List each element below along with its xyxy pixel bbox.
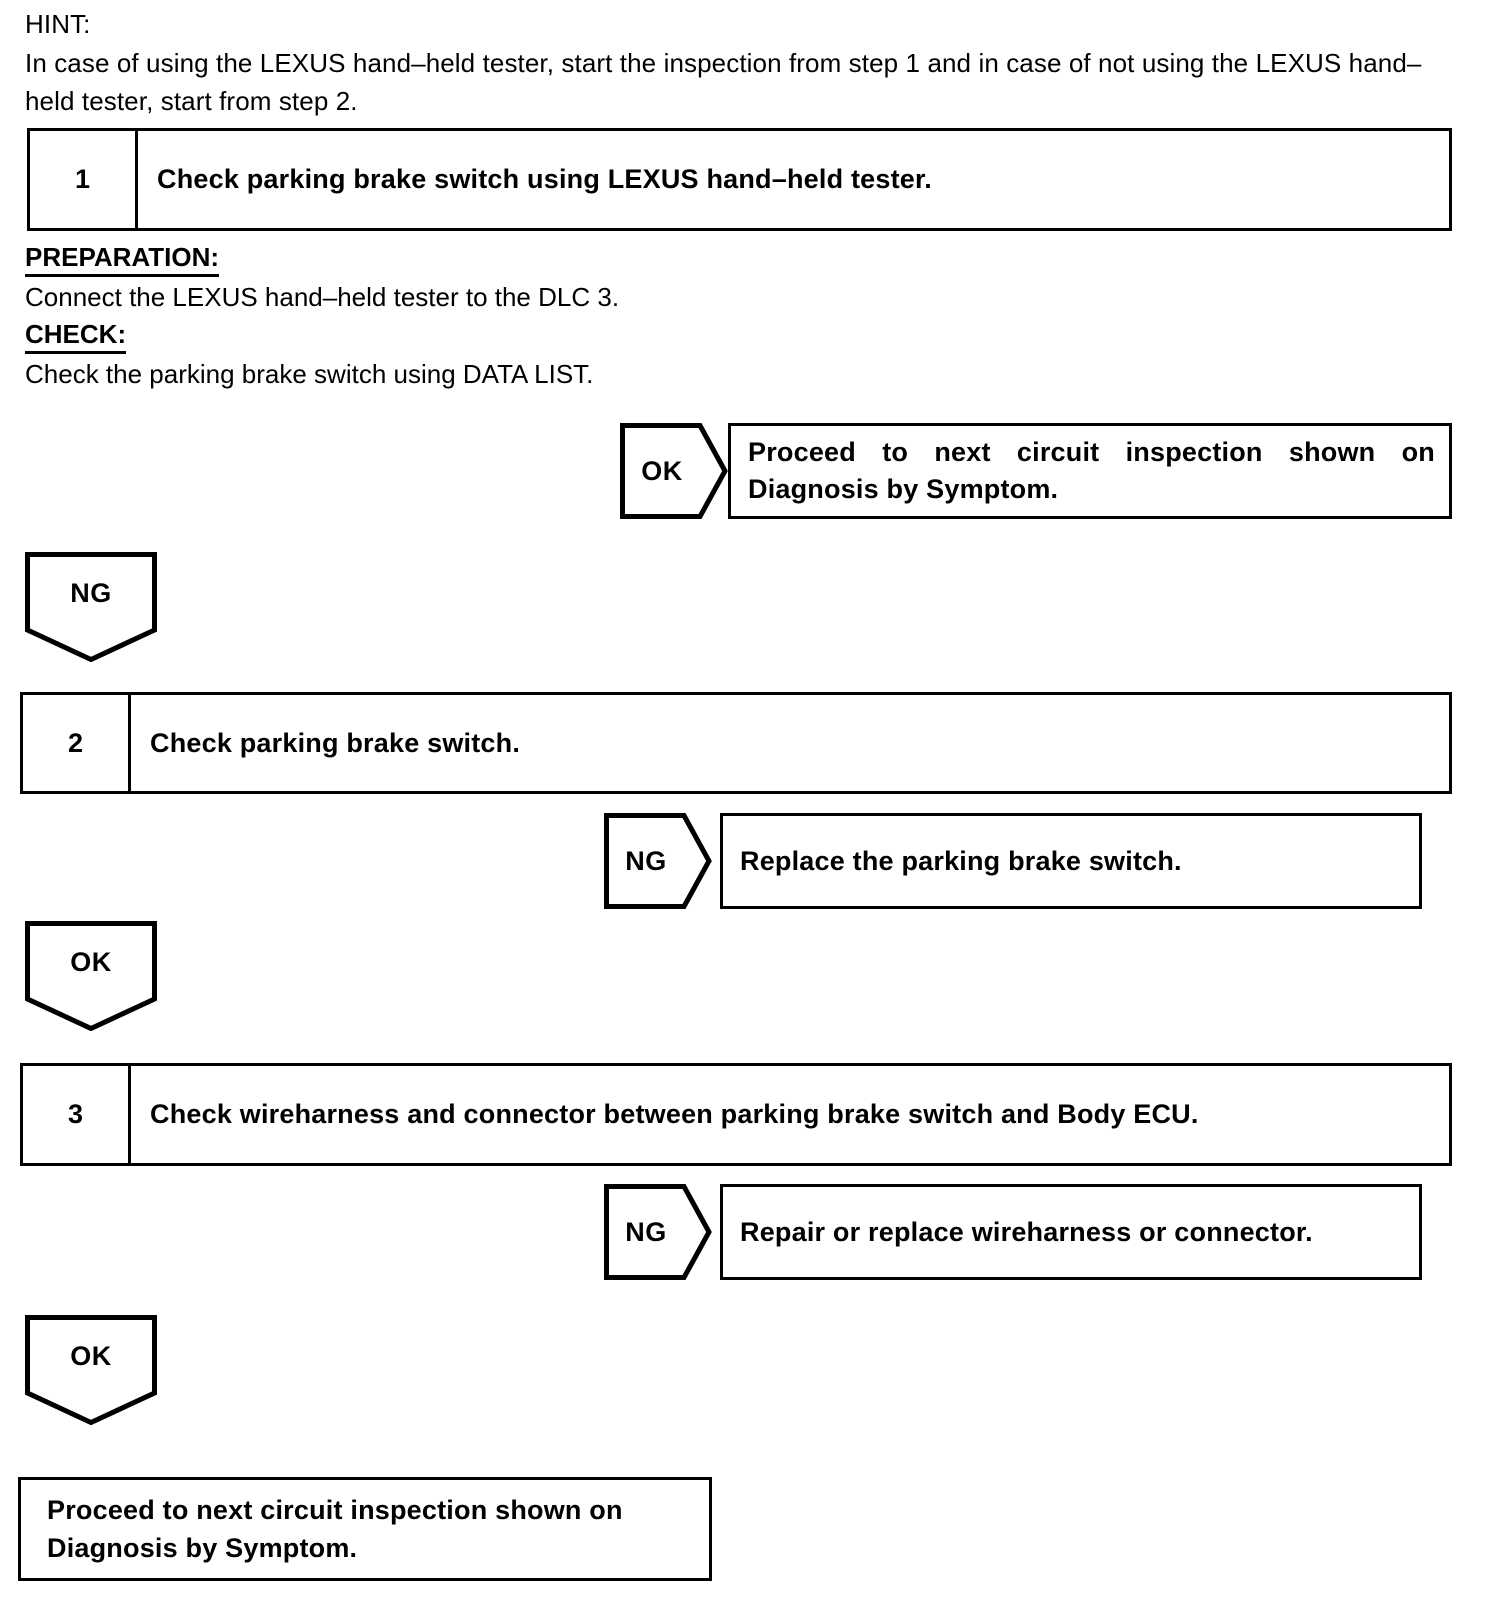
final-result-text: Proceed to next circuit inspection shown… — [47, 1495, 623, 1563]
step-box-1[interactable]: 1 Check parking brake switch using LEXUS… — [27, 128, 1452, 231]
ok-down-arrow-step2: OK — [25, 921, 157, 1031]
branch-step3-ng: NG Repair or replace wireharness or conn… — [604, 1184, 1422, 1280]
step-box-2[interactable]: 2 Check parking brake switch. — [20, 692, 1452, 794]
ng-flag-label-step2: NG — [625, 845, 667, 876]
step-number-3: 3 — [23, 1066, 131, 1163]
result-text-step2-ng: Replace the parking brake switch. — [740, 845, 1182, 876]
result-box-step1-ok[interactable]: Proceed to next circuit inspection shown… — [728, 423, 1452, 519]
ok-flag-icon: OK — [620, 423, 728, 519]
step-title-3: Check wireharness and connector between … — [150, 1099, 1199, 1129]
procedure-block: PREPARATION: Connect the LEXUS hand–held… — [25, 240, 925, 394]
step-box-3[interactable]: 3 Check wireharness and connector betwee… — [20, 1063, 1452, 1166]
result-text-step1-ok: Proceed to next circuit inspection shown… — [748, 437, 1435, 504]
result-text-step3-ng: Repair or replace wireharness or connect… — [740, 1216, 1313, 1247]
branch-step1-ok: OK Proceed to next circuit inspection sh… — [620, 423, 1452, 519]
step-title-2: Check parking brake switch. — [150, 727, 521, 758]
result-box-step2-ng[interactable]: Replace the parking brake switch. — [720, 813, 1422, 909]
ng-down-arrow-label-step1: NG — [70, 577, 112, 608]
hint-label: HINT: — [25, 9, 91, 39]
step-number-2: 2 — [23, 695, 131, 791]
ng-flag-icon-step3: NG — [604, 1184, 712, 1280]
check-heading: CHECK: — [25, 317, 127, 354]
step-title-1: Check parking brake switch using LEXUS h… — [157, 164, 932, 194]
branch-step2-ng: NG Replace the parking brake switch. — [604, 813, 1422, 909]
preparation-heading: PREPARATION: — [25, 240, 220, 277]
preparation-heading-wrap: PREPARATION: — [25, 240, 925, 279]
check-heading-wrap: CHECK: — [25, 317, 925, 356]
final-result-box[interactable]: Proceed to next circuit inspection shown… — [18, 1477, 712, 1581]
ok-down-arrow-label-step2: OK — [70, 946, 112, 977]
ng-flag-label-step3: NG — [625, 1216, 667, 1247]
ok-down-arrow-step3: OK — [25, 1315, 157, 1425]
hint-block: HINT: In case of using the LEXUS hand–he… — [25, 4, 1457, 120]
ng-flag-icon-step2: NG — [604, 813, 712, 909]
ok-down-arrow-label-step3: OK — [70, 1340, 112, 1371]
preparation-text: Connect the LEXUS hand–held tester to th… — [25, 282, 620, 312]
step-number-1: 1 — [30, 131, 138, 228]
ok-flag-label: OK — [641, 455, 683, 486]
result-box-step3-ng[interactable]: Repair or replace wireharness or connect… — [720, 1184, 1422, 1280]
ng-down-arrow-step1: NG — [25, 552, 157, 662]
hint-text: In case of using the LEXUS hand–held tes… — [25, 48, 1422, 116]
check-text: Check the parking brake switch using DAT… — [25, 359, 594, 389]
